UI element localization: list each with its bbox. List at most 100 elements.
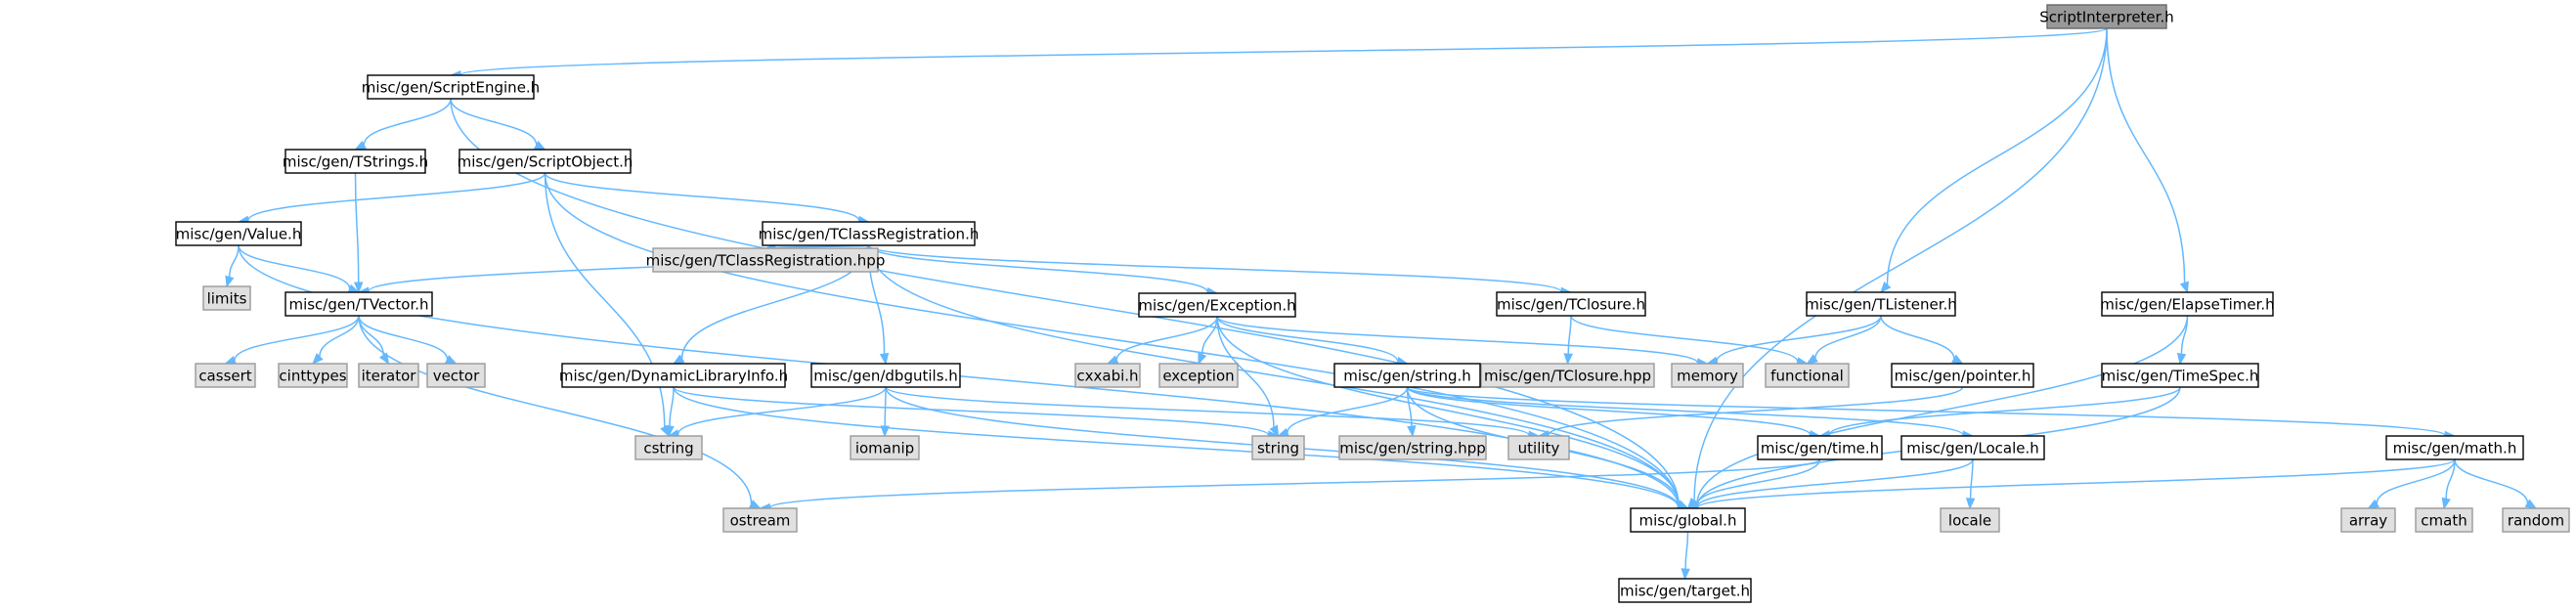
node-box[interactable] xyxy=(1757,435,1883,460)
node-box xyxy=(358,363,419,388)
node-tclosurehpp: misc/gen/TClosure.hpp xyxy=(1480,363,1655,388)
node-tclosure[interactable]: misc/gen/TClosure.h xyxy=(1496,291,1646,317)
node-box[interactable] xyxy=(458,149,632,174)
node-box[interactable] xyxy=(1496,291,1646,317)
edge-scriptobject-to-cstring xyxy=(544,172,666,427)
edge-arrowhead xyxy=(225,275,235,288)
node-tvector[interactable]: misc/gen/TVector.h xyxy=(284,291,433,317)
edge-scriptengine-to-global xyxy=(450,98,1680,505)
node-scriptengine[interactable]: misc/gen/ScriptEngine.h xyxy=(362,74,540,100)
edge-arrowhead xyxy=(879,352,890,366)
node-tclassreghpp: misc/gen/TClassRegistration.hpp xyxy=(646,247,886,273)
node-label: misc/gen/ScriptEngine.h xyxy=(362,79,540,97)
edge-tclassreg-to-exception xyxy=(867,244,1208,293)
node-label: cmath xyxy=(2421,512,2467,530)
node-dynlib[interactable]: misc/gen/DynamicLibraryInfo.h xyxy=(559,363,788,388)
node-pointer[interactable]: misc/gen/pointer.h xyxy=(1891,363,2034,388)
node-box[interactable] xyxy=(1333,363,1481,388)
edge-scriptobject-to-tclassreg xyxy=(544,172,860,221)
node-label: misc/gen/TClassRegistration.h xyxy=(759,226,980,243)
node-tlistener[interactable]: misc/gen/TListener.h xyxy=(1805,291,1957,317)
node-gstring[interactable]: misc/gen/string.h xyxy=(1333,363,1481,388)
edge-arrowhead xyxy=(672,354,685,365)
edge-gstring-to-string xyxy=(1287,386,1409,433)
node-root[interactable]: ScriptInterpreter.h xyxy=(2039,4,2174,29)
edge-arrowhead xyxy=(312,353,324,365)
node-label: ScriptInterpreter.h xyxy=(2039,9,2173,26)
node-elapsetimer[interactable]: misc/gen/ElapseTimer.h xyxy=(2100,291,2275,317)
edge-math-to-array xyxy=(2376,458,2456,504)
node-ostream: ostream xyxy=(722,507,798,533)
edge-scriptobject-to-global xyxy=(544,172,1680,506)
node-string: string xyxy=(1251,435,1305,460)
node-time[interactable]: misc/gen/time.h xyxy=(1757,435,1883,460)
node-locale[interactable]: misc/gen/Locale.h xyxy=(1900,435,2045,460)
edge-arrowhead xyxy=(2176,352,2187,366)
node-value[interactable]: misc/gen/Value.h xyxy=(175,221,302,246)
node-box[interactable] xyxy=(1618,578,1752,603)
node-scriptobject[interactable]: misc/gen/ScriptObject.h xyxy=(458,149,633,174)
node-box xyxy=(202,285,251,311)
node-box[interactable] xyxy=(2046,4,2167,29)
edge-exception-to-cxxabi xyxy=(1115,316,1218,361)
node-target[interactable]: misc/gen/target.h xyxy=(1618,578,1752,603)
edge-scriptengine-to-scriptobject xyxy=(450,98,538,146)
node-box[interactable] xyxy=(1138,292,1296,318)
node-array: array xyxy=(2340,507,2396,533)
node-box[interactable] xyxy=(2101,291,2274,317)
node-tstrings[interactable]: misc/gen/TStrings.h xyxy=(283,149,428,174)
node-label: misc/gen/TClassRegistration.hpp xyxy=(646,252,886,270)
edge-arrowhead xyxy=(1965,498,1976,510)
edge-pointer-to-utility xyxy=(1548,386,1964,436)
node-box xyxy=(722,507,798,533)
node-label: misc/gen/ScriptObject.h xyxy=(458,153,633,171)
edge-tvector-to-cinttypes xyxy=(319,315,360,357)
node-box[interactable] xyxy=(810,363,961,388)
node-label: string xyxy=(1257,440,1299,457)
node-label: utility xyxy=(1518,440,1560,457)
node-functional: functional xyxy=(1765,363,1850,388)
node-global[interactable]: misc/global.h xyxy=(1630,507,1746,533)
edge-time-to-global xyxy=(1696,458,1821,505)
node-exception[interactable]: misc/gen/Exception.h xyxy=(1138,292,1296,318)
node-label: misc/gen/pointer.h xyxy=(1895,368,2031,385)
node-iterator: iterator xyxy=(358,363,419,388)
node-box[interactable] xyxy=(284,291,433,317)
edge-math-to-cmath xyxy=(2445,458,2456,500)
node-limits: limits xyxy=(202,285,251,311)
node-timespec[interactable]: misc/gen/TimeSpec.h xyxy=(2101,363,2259,388)
node-box[interactable] xyxy=(2385,435,2524,460)
node-label: misc/gen/TClosure.hpp xyxy=(1484,368,1651,385)
node-box[interactable] xyxy=(561,363,786,388)
node-box[interactable] xyxy=(175,221,302,246)
edge-arrowhead xyxy=(2524,499,2538,509)
node-box[interactable] xyxy=(1806,291,1956,317)
node-label: misc/gen/time.h xyxy=(1761,440,1879,457)
node-label: misc/gen/target.h xyxy=(1620,583,1750,600)
node-cxxabi: cxxabi.h xyxy=(1074,363,1141,388)
node-box[interactable] xyxy=(762,221,976,246)
node-box[interactable] xyxy=(1630,507,1746,533)
node-tclassreg[interactable]: misc/gen/TClassRegistration.h xyxy=(759,221,980,246)
edge-tvector-to-ostream xyxy=(358,315,753,504)
edge-dynlib-to-global xyxy=(673,386,1680,507)
edge-tclosure-to-tclosurehpp xyxy=(1567,315,1572,355)
node-box[interactable] xyxy=(1891,363,2034,388)
node-box[interactable] xyxy=(2101,363,2259,388)
node-iomanip: iomanip xyxy=(850,435,920,460)
edge-arrowhead xyxy=(1951,354,1964,365)
node-math[interactable]: misc/gen/math.h xyxy=(2385,435,2524,460)
node-box[interactable] xyxy=(284,149,426,174)
node-label: misc/gen/math.h xyxy=(2393,440,2517,457)
node-box[interactable] xyxy=(367,74,535,100)
node-box[interactable] xyxy=(1900,435,2045,460)
node-dbgutils[interactable]: misc/gen/dbgutils.h xyxy=(810,363,961,388)
edge-arrowhead xyxy=(665,425,675,438)
node-label: misc/gen/TClosure.h xyxy=(1497,296,1645,314)
node-box xyxy=(426,363,486,388)
node-box xyxy=(1338,435,1487,460)
node-random: random xyxy=(2502,507,2570,533)
node-box xyxy=(1765,363,1850,388)
node-localestd: locale xyxy=(1940,507,2000,533)
